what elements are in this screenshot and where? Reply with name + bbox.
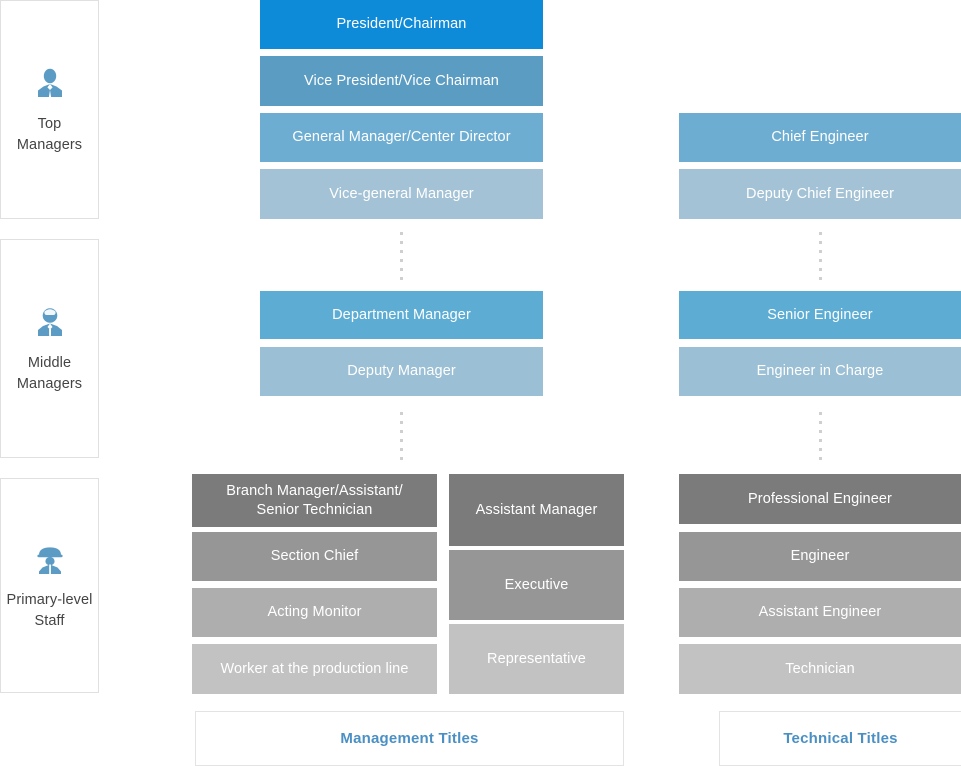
technical-middle-bar[interactable]: Engineer in Charge: [679, 347, 961, 396]
manager-person-icon: [30, 64, 70, 104]
bar-label: Assistant Manager: [475, 501, 598, 518]
dotted-connector: [400, 412, 403, 460]
bar-label: Section Chief: [270, 548, 359, 564]
bar-label: Vice President/Vice Chairman: [304, 72, 499, 89]
sidebar-card-label: Primary-level Staff: [6, 591, 93, 629]
dotted-connector: [819, 412, 822, 460]
bar-label: Vice-general Manager: [329, 185, 474, 202]
technical-bottom-bar[interactable]: Engineer: [679, 532, 961, 581]
bar-label: Deputy Chief Engineer: [746, 185, 894, 202]
sidebar-card-label: Top Managers: [16, 115, 83, 153]
management-top-bar[interactable]: Vice-general Manager: [260, 169, 543, 219]
technical-bottom-bar[interactable]: Assistant Engineer: [679, 588, 961, 637]
technical-bottom-bar[interactable]: Professional Engineer: [679, 474, 961, 524]
technical-top-bar[interactable]: Chief Engineer: [679, 113, 961, 162]
bar-label: Worker at the production line: [220, 660, 409, 677]
legend-label: Management Titles: [340, 730, 479, 747]
bar-label: Branch Manager/Assistant/ Senior Technic…: [226, 482, 403, 518]
management-bottom-right-bar[interactable]: Representative: [449, 624, 624, 694]
technical-bottom-bar[interactable]: Technician: [679, 644, 961, 694]
sidebar-card-label: Middle Managers: [16, 354, 83, 392]
worker-helmet-icon: [30, 540, 70, 580]
management-titles-legend[interactable]: Management Titles: [195, 711, 624, 766]
management-top-bar[interactable]: President/Chairman: [260, 0, 543, 49]
sidebar-card-2[interactable]: Primary-level Staff: [0, 478, 99, 693]
employee-person-icon: [30, 303, 70, 343]
dotted-connector: [400, 232, 403, 280]
bar-label: President/Chairman: [336, 16, 467, 32]
sidebar-card-0[interactable]: Top Managers: [0, 0, 99, 219]
bar-label: Chief Engineer: [771, 129, 869, 145]
dotted-connector: [819, 232, 822, 280]
bar-label: Deputy Manager: [347, 363, 456, 379]
bar-label: Executive: [504, 576, 569, 593]
management-bottom-left-bar[interactable]: Acting Monitor: [192, 588, 437, 637]
technical-top-bar[interactable]: Deputy Chief Engineer: [679, 169, 961, 219]
bar-label: Acting Monitor: [267, 604, 362, 620]
technical-middle-bar[interactable]: Senior Engineer: [679, 291, 961, 339]
management-middle-bar[interactable]: Deputy Manager: [260, 347, 543, 396]
management-bottom-left-bar[interactable]: Section Chief: [192, 532, 437, 581]
management-bottom-left-bar[interactable]: Worker at the production line: [192, 644, 437, 694]
bar-label: Representative: [487, 650, 586, 667]
technical-titles-legend[interactable]: Technical Titles: [719, 711, 961, 766]
management-middle-bar[interactable]: Department Manager: [260, 291, 543, 339]
management-bottom-right-bar[interactable]: Assistant Manager: [449, 474, 624, 546]
bar-label: Assistant Engineer: [758, 604, 882, 620]
management-bottom-left-bar[interactable]: Branch Manager/Assistant/ Senior Technic…: [192, 474, 437, 527]
bar-label: General Manager/Center Director: [292, 129, 511, 145]
management-top-bar[interactable]: Vice President/Vice Chairman: [260, 56, 543, 106]
legend-label: Technical Titles: [783, 730, 898, 747]
bar-label: Senior Engineer: [767, 306, 873, 323]
bar-label: Technician: [785, 660, 855, 677]
bar-label: Department Manager: [332, 306, 471, 323]
bar-label: Professional Engineer: [748, 490, 892, 507]
bar-label: Engineer: [790, 548, 850, 564]
management-bottom-right-bar[interactable]: Executive: [449, 550, 624, 620]
management-top-bar[interactable]: General Manager/Center Director: [260, 113, 543, 162]
sidebar-card-1[interactable]: Middle Managers: [0, 239, 99, 458]
bar-label: Engineer in Charge: [756, 363, 884, 379]
